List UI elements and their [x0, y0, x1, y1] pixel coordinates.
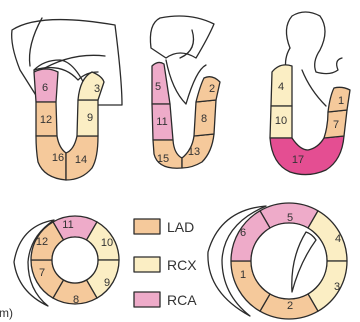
legend-swatch-lad — [134, 219, 160, 234]
legend-label-lad: LAD — [167, 219, 194, 235]
view1-heart-outline — [12, 20, 122, 105]
view3-segment-17 — [270, 136, 344, 175]
view1-septum-line — [30, 18, 43, 66]
view2-label-13: 13 — [188, 146, 200, 158]
view3-atrium-outline — [286, 12, 342, 74]
legend-label-rcx: RCX — [167, 257, 197, 273]
mid-label-9: 9 — [104, 277, 110, 289]
basal-label-4: 4 — [335, 233, 341, 245]
view3-valve-line — [302, 70, 326, 106]
view1-label-14: 14 — [75, 154, 87, 166]
view2-label-5: 5 — [155, 81, 161, 93]
view3-label-10: 10 — [275, 115, 287, 127]
view2-label-8: 8 — [201, 113, 207, 125]
view1-label-3: 3 — [94, 83, 100, 95]
view3-label-1: 1 — [338, 95, 344, 107]
legend-swatch-rca — [134, 292, 160, 307]
view2-label-15: 15 — [157, 153, 169, 165]
short-axis-mid: 11 10 9 8 7 12 — [14, 216, 119, 306]
view1-label-9: 9 — [87, 112, 93, 124]
view3-label-4: 4 — [278, 81, 284, 93]
view2-flap — [180, 30, 194, 58]
mid-label-11: 11 — [62, 219, 73, 231]
basal-label-2: 2 — [287, 300, 293, 312]
basal-label-6: 6 — [240, 227, 246, 239]
long-axis-view-1: 6 12 16 14 9 3 — [12, 18, 122, 180]
mid-label-7: 7 — [39, 267, 45, 279]
short-axis-basal: 5 4 3 2 1 6 — [208, 203, 347, 319]
view1-label-6: 6 — [42, 82, 48, 94]
basal-label-3: 3 — [334, 281, 340, 293]
long-axis-view-3: 4 10 17 7 1 — [270, 12, 350, 175]
view2-label-2: 2 — [209, 83, 215, 95]
view2-label-11: 11 — [156, 116, 167, 128]
fragment-text: m) — [0, 306, 13, 320]
mid-label-10: 10 — [101, 237, 113, 249]
long-axis-view-2: 5 11 15 13 8 2 — [150, 16, 220, 168]
mid-cavity — [52, 237, 98, 283]
legend: LAD RCX RCA — [134, 219, 197, 308]
view3-label-7: 7 — [333, 119, 339, 131]
view1-label-16: 16 — [52, 152, 64, 164]
view2-atrium-outline — [150, 16, 214, 58]
basal-label-5: 5 — [287, 212, 293, 224]
legend-label-rca: RCA — [167, 292, 197, 308]
view1-label-12: 12 — [40, 114, 52, 126]
mid-label-8: 8 — [73, 294, 79, 306]
view3-label-17: 17 — [292, 154, 304, 166]
basal-label-1: 1 — [240, 269, 246, 281]
legend-swatch-rcx — [134, 257, 160, 272]
mid-label-12: 12 — [36, 236, 48, 248]
basal-cavity — [251, 223, 327, 299]
